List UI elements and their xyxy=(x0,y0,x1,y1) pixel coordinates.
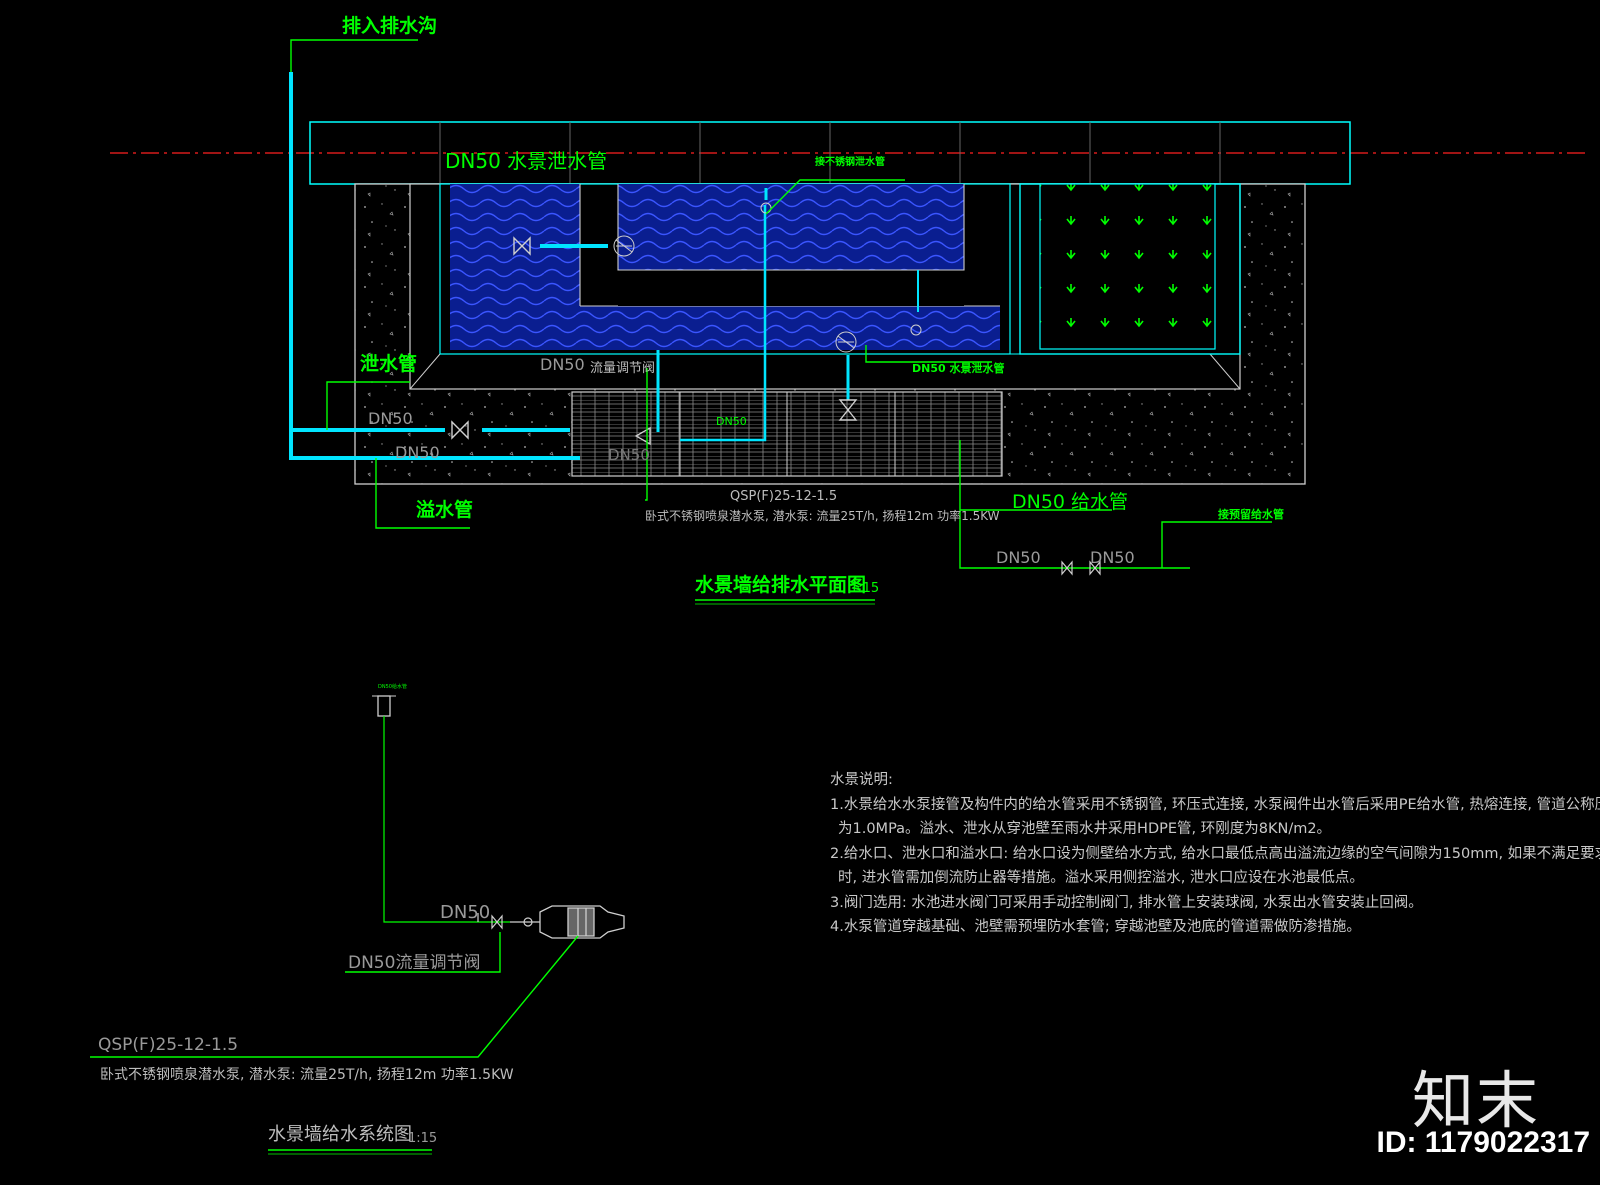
supply-dn-b: DN50 xyxy=(1090,548,1135,567)
valve-icon xyxy=(451,236,858,440)
flow-valve-label: 流量调节阀 xyxy=(590,361,655,376)
notes-line: 4.水泵管道穿越基础、池壁需预埋防水套管; 穿越池壁及池底的管道需做防渗措施。 xyxy=(830,919,1361,935)
nozzle-icon xyxy=(377,695,391,717)
notes-line: 为1.0MPa。溢水、泄水从穿池壁至雨水井采用HDPE管, 环刚度为8KN/m2… xyxy=(838,821,1332,837)
notes-line: 1.水景给水水泵接管及构件内的给水管采用不锈钢管, 环压式连接, 水泵阀件出水管… xyxy=(830,796,1600,813)
system-top-tag: DN50给水管 xyxy=(378,683,407,690)
dn50-inner: DN50 xyxy=(716,415,747,428)
pump-icon xyxy=(634,426,651,446)
system-pump-model: QSP(F)25-12-1.5 xyxy=(98,1035,238,1055)
dn50-flow-label: DN50 xyxy=(540,355,585,374)
drain-pipe-label: 泄水管 xyxy=(360,352,417,375)
dn50-pump: DN50 xyxy=(608,446,650,464)
dn50-drain-label: DN50 水景泄水管 xyxy=(445,149,607,173)
plan-title: 水景墙给排水平面图 xyxy=(695,573,866,596)
notes-line: 时, 进水管需加倒流防止器等措施。溢水采用侧控溢水, 泄水口应设在水池最低点。 xyxy=(838,870,1364,886)
system-title: 水景墙给水系统图 xyxy=(268,1124,412,1145)
ss-drain-label: 接不锈钢泄水管 xyxy=(815,155,885,168)
dn50-label-a: DN50 xyxy=(368,409,413,428)
submersible-pump-icon xyxy=(539,905,625,939)
dn50-label-b: DN50 xyxy=(395,443,440,462)
notes-line: 3.阀门选用: 水池进水阀门可采用手动控制阀门, 排水管上安装球阀, 水泵出水管… xyxy=(830,894,1423,911)
municipal-label: 接预留给水管 xyxy=(1218,507,1284,521)
plan-view: 排入排水沟 DN50 水景泄水管 接不锈钢泄水管 泄水管 DN50 DN50 D… xyxy=(110,14,1590,605)
drain-ditch-label: 排入排水沟 xyxy=(342,14,437,37)
notes-heading: 水景说明: xyxy=(830,772,893,788)
design-notes: 水景说明: 1.水景给水水泵接管及构件内的给水管采用不锈钢管, 环压式连接, 水… xyxy=(830,768,1600,940)
pump-pit xyxy=(571,391,1003,477)
system-scale: 1:15 xyxy=(408,1131,437,1146)
plan-scale: 1:15 xyxy=(850,581,879,596)
brand-logo: 知末 xyxy=(1411,1064,1540,1137)
system-dn50: DN50 xyxy=(440,902,490,923)
drain-pipes xyxy=(289,72,919,460)
water-pool xyxy=(450,184,1000,350)
supply-label: DN50 给水管 xyxy=(1012,491,1128,513)
supply-dn-a: DN50 xyxy=(996,548,1041,567)
system-flow-valve: DN50流量调节阀 xyxy=(348,953,480,973)
pump-model-plan: QSP(F)25-12-1.5 xyxy=(730,489,837,504)
overflow-label: 溢水管 xyxy=(416,498,473,521)
pump-desc-plan: 卧式不锈钢喷泉潜水泵, 潜水泵: 流量25T/h, 扬程12m 功率1.5KW xyxy=(645,508,1000,523)
notes-line: 2.给水口、泄水口和溢水口: 给水口设为侧壁给水方式, 给水口最低点高出溢流边缘… xyxy=(830,845,1600,862)
check-valve-icon xyxy=(491,914,533,930)
dn50-drain-small: DN50 水景泄水管 xyxy=(912,361,1004,375)
planter xyxy=(1010,183,1241,355)
image-id: ID: 1179022317 xyxy=(1376,1126,1590,1159)
system-pump-desc: 卧式不锈钢喷泉潜水泵, 潜水泵: 流量25T/h, 扬程12m 功率1.5KW xyxy=(100,1066,514,1083)
system-diagram: DN50给水管 DN50 DN50流量调节阀 QSP(F)25-12-1.5 卧… xyxy=(90,683,625,1155)
drain-outlet-icon xyxy=(613,202,922,353)
